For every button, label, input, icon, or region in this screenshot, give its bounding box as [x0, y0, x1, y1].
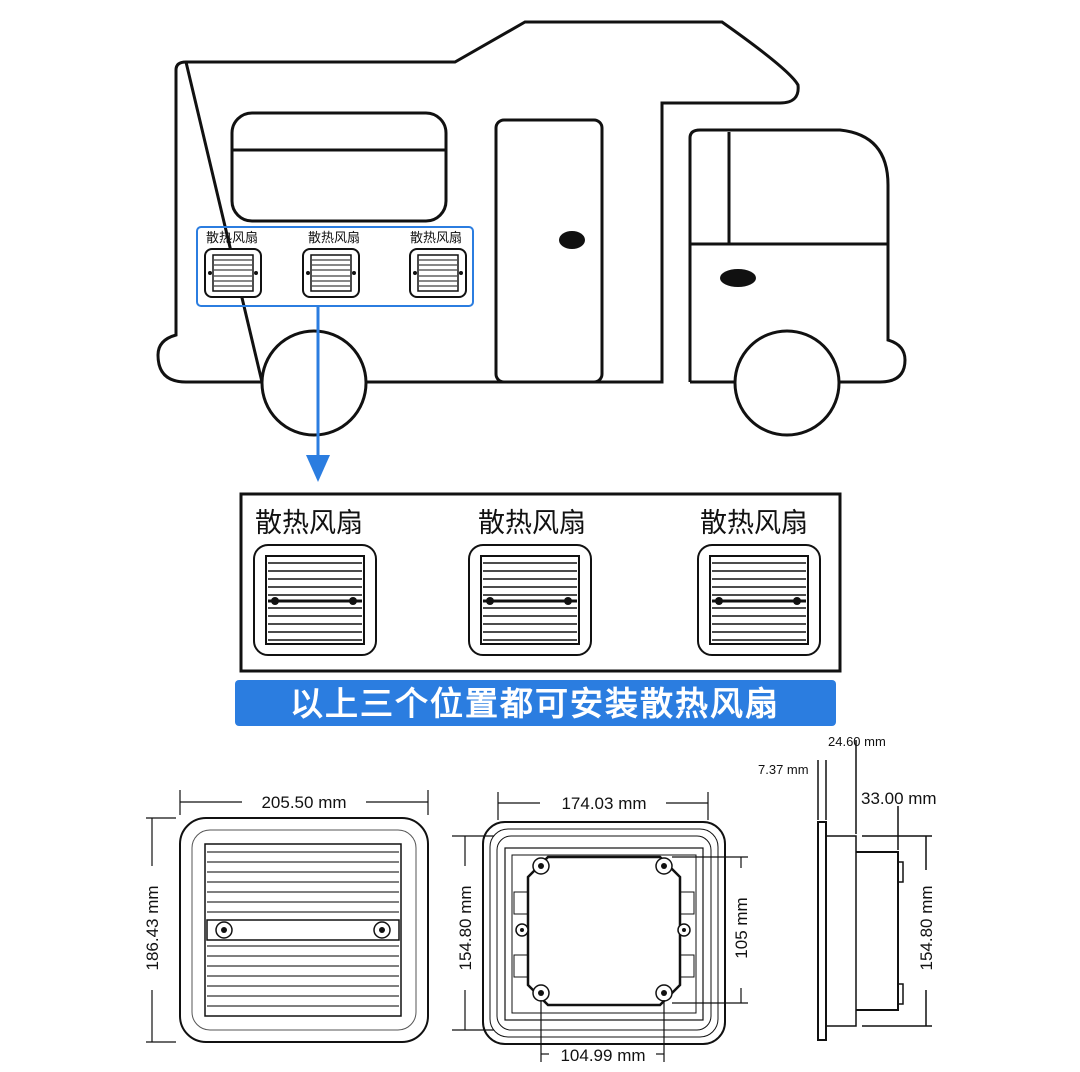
- rv-door: [494, 118, 604, 384]
- large-fan-label-1: 散热风扇: [255, 508, 363, 539]
- install-banner: [235, 680, 836, 726]
- side-depth-dim: 24.60 mm: [828, 734, 886, 749]
- small-fan-2: 散热风扇: [302, 230, 360, 298]
- front-wheel: [733, 329, 841, 437]
- rear-wheel: [260, 329, 368, 437]
- install-banner-text: 以上三个位置都可安装散热风扇: [290, 684, 780, 723]
- hole-spacing-vertical-dim: 105 mm: [732, 897, 751, 958]
- small-fan-label-2: 散热风扇: [308, 230, 360, 246]
- small-fan-1: 散热风扇: [204, 230, 262, 298]
- back-height-dim: 154.80 mm: [456, 885, 475, 970]
- front-height-dim: 186.43 mm: [143, 885, 162, 970]
- large-fan-2: 散热风扇: [468, 508, 592, 656]
- side-flange-dim: 7.37 mm: [758, 762, 809, 777]
- large-fan-1: 散热风扇: [253, 508, 377, 656]
- large-fan-label-2: 散热风扇: [478, 508, 586, 539]
- front-view: 205.50 mm 186.43 mm: [143, 790, 429, 1043]
- back-view: 174.03 mm 154.80 mm 105 mm 104.99 mm: [452, 792, 751, 1065]
- large-fan-3: 散热风扇: [697, 508, 821, 656]
- rv-body-outline: [156, 20, 800, 384]
- small-fan-label-3: 散热风扇: [410, 230, 462, 246]
- side-height-dim: 154.80 mm: [917, 885, 936, 970]
- rv-cab-outline: [688, 128, 907, 384]
- pointer-arrow: [306, 306, 330, 482]
- back-width-dim: 174.03 mm: [561, 794, 646, 813]
- cab-door-handle: [720, 269, 756, 287]
- small-fan-label-1: 散热风扇: [206, 230, 258, 246]
- door-handle: [559, 231, 585, 249]
- side-view: [817, 740, 932, 1041]
- rv-illustration: [156, 20, 907, 437]
- large-fan-label-3: 散热风扇: [700, 508, 808, 539]
- side-protrusion-dim: 33.00 mm: [861, 789, 937, 808]
- small-fan-3: 散热风扇: [409, 230, 467, 298]
- fan-location-highlight: [196, 226, 474, 307]
- hole-spacing-horizontal-dim: 104.99 mm: [560, 1046, 645, 1065]
- front-width-dim: 205.50 mm: [261, 793, 346, 812]
- rv-window: [230, 111, 448, 223]
